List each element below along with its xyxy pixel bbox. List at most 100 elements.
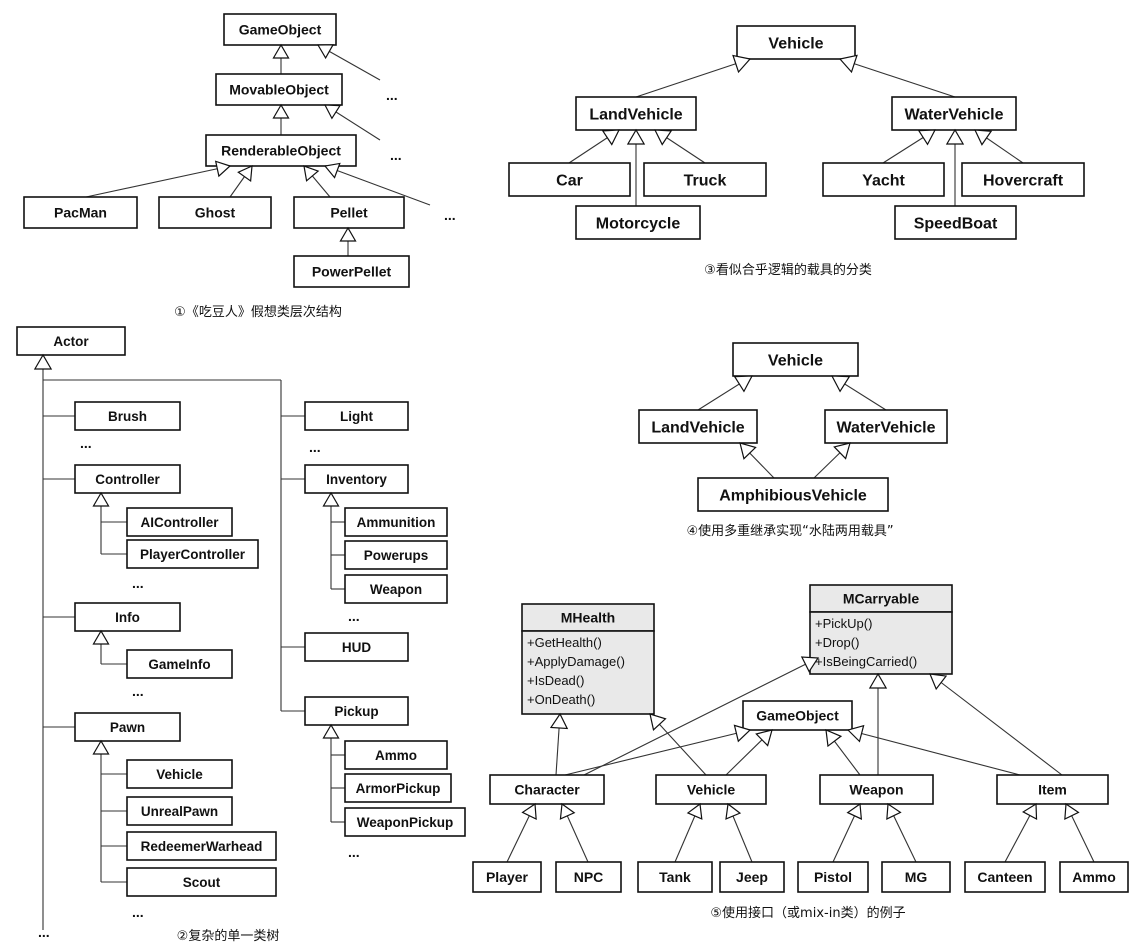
d2-armor-pickup-label: ArmorPickup: [356, 781, 441, 796]
d2-game-info-box: [126, 649, 233, 679]
d5-game-object-label: GameObject: [756, 708, 839, 724]
d1-ellipsis: ...: [390, 147, 402, 163]
d3-land-vehicle-box: [575, 96, 697, 131]
inheritance-arrowhead: [654, 129, 673, 146]
d5-mcarryable-method: +Drop(): [815, 635, 859, 650]
d5-character-box: [489, 774, 605, 805]
inheritance-line: [85, 165, 231, 198]
d2-weapon-pickup-label: WeaponPickup: [357, 815, 454, 830]
inheritance-arrowhead: [868, 672, 888, 689]
inheritance-arrowhead: [833, 442, 851, 460]
d5-mcarryable-method: +PickUp(): [815, 616, 872, 631]
inheritance-arrowhead: [686, 802, 703, 820]
d2-weapon-box: [344, 574, 448, 604]
d1-ellipsis: ...: [386, 87, 398, 103]
inheritance-arrowhead: [323, 104, 342, 120]
inheritance-line: [929, 673, 1063, 776]
d2-aicontroller-label: AIController: [140, 515, 219, 530]
d2-ammunition-label: Ammunition: [357, 515, 436, 530]
d2-vehicle-label: Vehicle: [156, 767, 203, 782]
d5-pistol-box: [797, 861, 869, 893]
inheritance-arrowhead: [929, 673, 948, 691]
d5-mcarryable-method: +IsBeingCarried(): [815, 654, 917, 669]
d4-amphibious-vehicle-label: AmphibiousVehicle: [719, 487, 867, 504]
inheritance-arrowhead: [92, 491, 110, 507]
d5-weapon-box: [819, 774, 934, 805]
inheritance-arrowhead: [33, 353, 53, 370]
inheritance-arrowhead: [830, 375, 851, 393]
d2-redeemer-warhead-box: [126, 831, 277, 861]
d1-renderable-object-label: RenderableObject: [221, 143, 341, 159]
d2-scout-label: Scout: [183, 875, 221, 890]
d2-ammo-box: [344, 740, 448, 770]
inheritance-arrowhead: [601, 129, 620, 146]
d2-weapon-label: Weapon: [370, 582, 422, 597]
inheritance-arrowhead: [521, 802, 537, 820]
d5-weapon-label: Weapon: [849, 782, 903, 798]
inheritance-arrowhead: [626, 128, 646, 145]
d1-game-object-box: [223, 13, 337, 46]
inheritance-arrowhead: [733, 375, 754, 393]
inheritance-arrowhead: [303, 165, 320, 182]
inheritance-arrowhead: [945, 128, 965, 145]
d2-actor-label: Actor: [53, 334, 89, 349]
d5-ammo-box: [1059, 861, 1129, 893]
d5-mhealth-method: +ApplyDamage(): [527, 654, 625, 669]
inheritance-arrowhead: [733, 724, 752, 743]
d3-vehicle-box: [736, 25, 856, 60]
d5-mg-box: [881, 861, 951, 893]
inheritance-arrowhead: [725, 802, 742, 820]
inheritance-arrowhead: [214, 160, 232, 178]
inheritance-arrowhead: [1064, 802, 1080, 820]
d2-powerups-label: Powerups: [364, 548, 429, 563]
d2-powerups-box: [344, 540, 448, 570]
d2-ellipsis: ...: [80, 435, 92, 451]
inheritance-line: [635, 58, 751, 98]
d3-water-vehicle-label: WaterVehicle: [904, 106, 1003, 123]
d5-item-label: Item: [1038, 782, 1067, 798]
d5-mhealth-method: +OnDeath(): [527, 692, 595, 707]
inheritance-arrowhead: [272, 103, 290, 119]
inheritance-arrowhead: [846, 802, 863, 820]
d5-game-object-box: [742, 700, 853, 731]
d3-yacht-box: [822, 162, 945, 197]
d2-armor-pickup-box: [344, 773, 452, 803]
d2-info-label: Info: [115, 610, 140, 625]
d5-player-label: Player: [486, 869, 529, 885]
d4-vehicle-box: [732, 342, 859, 377]
d1-ghost-label: Ghost: [195, 205, 236, 221]
d2-ellipsis: ...: [38, 924, 50, 940]
d1-movable-object-box: [215, 73, 343, 106]
d2-vehicle-box: [126, 759, 233, 789]
d1-power-pellet-box: [293, 255, 410, 288]
d5-ammo-label: Ammo: [1072, 869, 1116, 885]
inheritance-arrowhead: [316, 44, 335, 60]
d2-pickup-label: Pickup: [334, 704, 378, 719]
d5-mhealth-methods-box: [521, 630, 655, 715]
inheritance-arrowhead: [559, 802, 576, 820]
inheritance-line: [583, 657, 819, 776]
d2-light-label: Light: [340, 409, 373, 424]
d2-ellipsis: ...: [348, 844, 360, 860]
d3-car-label: Car: [556, 172, 583, 189]
inheritance-arrowhead: [1022, 802, 1038, 821]
d5-canteen-box: [964, 861, 1046, 893]
inheritance-arrowhead: [739, 442, 757, 460]
caption-diagram-4: ④使用多重继承实现“水陆两用载具”: [686, 523, 893, 539]
d5-mhealth-label: MHealth: [561, 610, 615, 626]
d2-scout-box: [126, 867, 277, 897]
d1-pac-man-label: PacMan: [54, 205, 107, 221]
d2-player-controller-label: PlayerController: [140, 547, 246, 562]
inheritance-arrowhead: [92, 629, 110, 645]
d3-car-box: [508, 162, 631, 197]
inheritance-arrowhead: [549, 712, 569, 730]
d3-speed-boat-box: [894, 205, 1017, 240]
d2-inventory-label: Inventory: [326, 472, 387, 487]
d2-controller-label: Controller: [95, 472, 160, 487]
d5-canteen-label: Canteen: [977, 869, 1032, 885]
d5-npc-box: [555, 861, 622, 893]
d1-game-object-label: GameObject: [239, 22, 322, 38]
d5-npc-label: NPC: [574, 869, 604, 885]
d5-character-label: Character: [514, 782, 580, 798]
